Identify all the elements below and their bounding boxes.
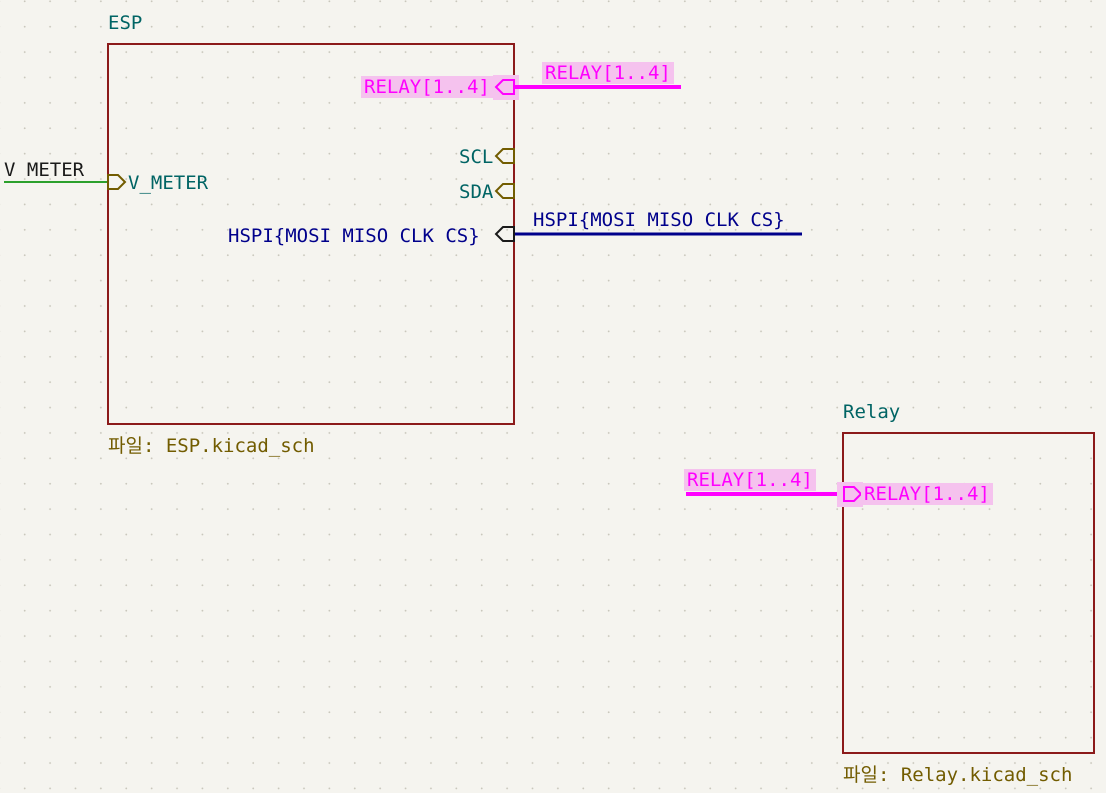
esp-pin-sda[interactable]: SDA [459, 181, 494, 203]
esp-pin-v-meter[interactable]: V_METER [128, 172, 209, 194]
hspi-pin-icon [494, 226, 515, 242]
relay-net-label-esp[interactable]: RELAY[1..4] [542, 62, 674, 84]
relay-sheet-pin-icon [843, 486, 863, 502]
scl-pin-icon [494, 148, 515, 164]
esp-sheet-file[interactable]: 파일: ESP.kicad_sch [108, 435, 315, 457]
v-meter-pin-icon [107, 174, 127, 190]
esp-pin-hspi[interactable]: HSPI{MOSI MISO CLK CS} [228, 225, 480, 247]
relay-sheet-name[interactable]: Relay [843, 401, 901, 423]
hspi-net-label[interactable]: HSPI{MOSI MISO CLK CS} [533, 209, 785, 231]
relay-sheet-file[interactable]: 파일: Relay.kicad_sch [843, 764, 1073, 786]
esp-pin-scl[interactable]: SCL [459, 146, 494, 168]
esp-pin-relay[interactable]: RELAY[1..4] [361, 76, 493, 98]
relay-sheet-pin-relay[interactable]: RELAY[1..4] [861, 483, 993, 505]
esp-relay-pin-icon [494, 79, 515, 95]
relay-sheet-box[interactable] [842, 432, 1095, 754]
sda-pin-icon [494, 183, 515, 199]
esp-sheet-name[interactable]: ESP [108, 12, 143, 34]
v-meter-net-label[interactable]: V METER [4, 159, 85, 181]
relay-net-label-relay[interactable]: RELAY[1..4] [684, 469, 816, 491]
